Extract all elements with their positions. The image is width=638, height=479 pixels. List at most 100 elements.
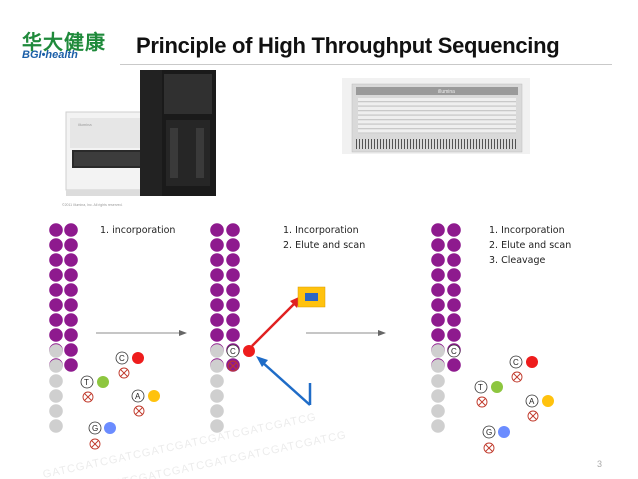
step-text-3: 1. Incorporation 2. Elute and scan 3. Cl… (489, 223, 571, 268)
purple-bead (226, 223, 240, 237)
base-label: T (84, 378, 89, 387)
flowcell-lanes (358, 98, 516, 134)
gray-bead (49, 359, 63, 373)
cleaved-c-label: C (451, 347, 457, 356)
nucleotide-a: A (131, 389, 160, 417)
purple-bead (210, 223, 224, 237)
c-inhibitor-icon (227, 360, 239, 372)
purple-bead (64, 253, 78, 267)
purple-bead (210, 298, 224, 312)
base-label: C (119, 354, 125, 363)
step-text-2: 1. Incorporation 2. Elute and scan (283, 223, 365, 253)
inhibitor-icon (118, 367, 130, 379)
gray-bead (210, 344, 224, 358)
purple-bead (49, 238, 63, 252)
gray-bead (431, 344, 445, 358)
purple-bead (226, 358, 240, 372)
process-arrow-1 (96, 330, 187, 336)
base-label: G (92, 424, 98, 433)
purple-bead (447, 328, 461, 342)
step-2-line-2: 2. Elute and scan (283, 240, 366, 251)
purple-bead (447, 298, 461, 312)
c-fluor-dot (243, 345, 255, 357)
gray-bead (49, 404, 63, 418)
purple-bead (226, 313, 240, 327)
c-base-circle (226, 344, 240, 358)
base-circle (115, 351, 129, 365)
fluor-dot (526, 356, 538, 368)
purple-bead (64, 298, 78, 312)
gray-bead (431, 359, 445, 373)
cleaved-c-nucleotide: C (447, 344, 461, 358)
free-nucleotides-left: C T A G (80, 351, 160, 450)
c-base-label: C (230, 347, 236, 356)
bead-column-left (49, 223, 78, 433)
base-circle (509, 355, 523, 369)
purple-bead (64, 328, 78, 342)
gray-bead (431, 389, 445, 403)
base-circle (80, 375, 94, 389)
excitation-arrow-icon (256, 356, 312, 406)
gray-bead (210, 389, 224, 403)
bead-column-middle (210, 223, 240, 433)
purple-bead (226, 283, 240, 297)
fluor-dot (498, 426, 510, 438)
purple-bead (49, 223, 63, 237)
purple-bead (64, 268, 78, 282)
base-circle (88, 421, 102, 435)
purple-bead (49, 298, 63, 312)
purple-bead (226, 328, 240, 342)
purple-bead (431, 223, 445, 237)
slide-title: Principle of High Throughput Sequencing (136, 33, 560, 58)
purple-bead (431, 238, 445, 252)
purple-bead (226, 268, 240, 282)
inhibitor-icon (483, 442, 495, 454)
inhibitor-icon (82, 391, 94, 403)
step-1-line-1: 1. incorporation (100, 225, 176, 236)
purple-bead (447, 283, 461, 297)
fluor-dot (132, 352, 144, 364)
purple-bead (431, 268, 445, 282)
fluor-dot (104, 422, 116, 434)
step-3-line-2: 2. Elute and scan (489, 240, 572, 251)
gray-bead (210, 419, 224, 433)
purple-bead (431, 283, 445, 297)
flowcell-photo: illumina (342, 78, 530, 154)
gray-bead (210, 359, 224, 373)
flowcell-barcode (356, 139, 516, 149)
purple-bead (64, 358, 78, 372)
nucleotide-g: G (88, 421, 116, 450)
header-divider (120, 64, 612, 65)
nucleotide-t: T (80, 375, 109, 403)
gray-bead (49, 344, 63, 358)
purple-bead (210, 283, 224, 297)
step-2-line-1: 1. Incorporation (283, 225, 359, 236)
purple-bead (49, 283, 63, 297)
purple-bead (49, 328, 63, 342)
incorporated-c-nucleotide: C (226, 344, 255, 372)
base-label: T (478, 383, 483, 392)
nucleotide-g: G (482, 425, 510, 454)
purple-bead (431, 298, 445, 312)
base-circle (131, 389, 145, 403)
purple-bead (49, 253, 63, 267)
purple-bead (210, 268, 224, 282)
logo-english: BGI•health (22, 49, 78, 61)
purple-bead (64, 343, 78, 357)
base-circle (474, 380, 488, 394)
nucleotide-c: C (115, 351, 144, 379)
purple-bead (210, 238, 224, 252)
base-label: A (135, 392, 141, 401)
inhibitor-icon (527, 410, 539, 422)
purple-bead (431, 313, 445, 327)
purple-bead (447, 253, 461, 267)
step-text-1: 1. incorporation (100, 223, 175, 238)
purple-bead (64, 223, 78, 237)
step-3-line-1: 1. Incorporation (489, 225, 565, 236)
purple-bead (447, 358, 461, 372)
purple-bead (210, 313, 224, 327)
purple-bead (210, 253, 224, 267)
nucleotide-c: C (509, 355, 538, 383)
